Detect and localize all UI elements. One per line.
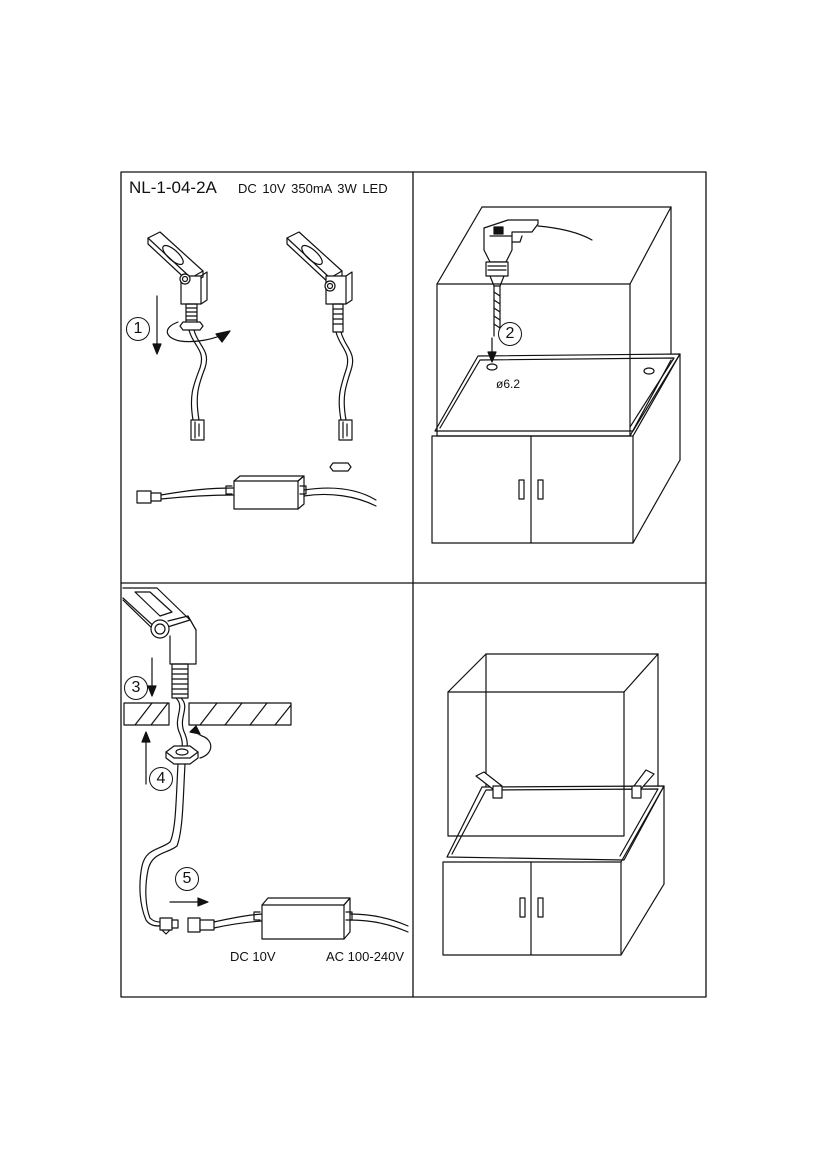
step-1-marker: 1 (126, 317, 150, 341)
driver-unit-panel3 (169, 897, 409, 940)
step-4-marker: 4 (149, 767, 173, 791)
lamp-right (286, 231, 354, 441)
driver-unit-panel1 (136, 475, 377, 510)
shelf-section (123, 697, 292, 757)
step-5-marker: 5 (175, 867, 199, 891)
lamp-closeup (122, 587, 197, 699)
electrical-spec: DC 10V 350mA 3W LED (238, 181, 388, 196)
lamp-left (147, 231, 231, 441)
cabinet-installed (442, 653, 665, 956)
step-3-marker: 3 (124, 676, 148, 700)
loose-nut (329, 462, 352, 472)
step-2-marker: 2 (498, 322, 522, 346)
drill-diameter-label: ø6.2 (496, 377, 521, 391)
locking-nut (141, 725, 212, 785)
model-number: NL-1-04-2A (129, 178, 217, 197)
lamp-cable-panel3 (139, 763, 186, 935)
cabinet-drilling (431, 206, 681, 544)
panel-grid (120, 171, 707, 998)
ac-input-label: AC 100-240V (326, 949, 405, 964)
dc-output-label: DC 10V (230, 949, 276, 964)
